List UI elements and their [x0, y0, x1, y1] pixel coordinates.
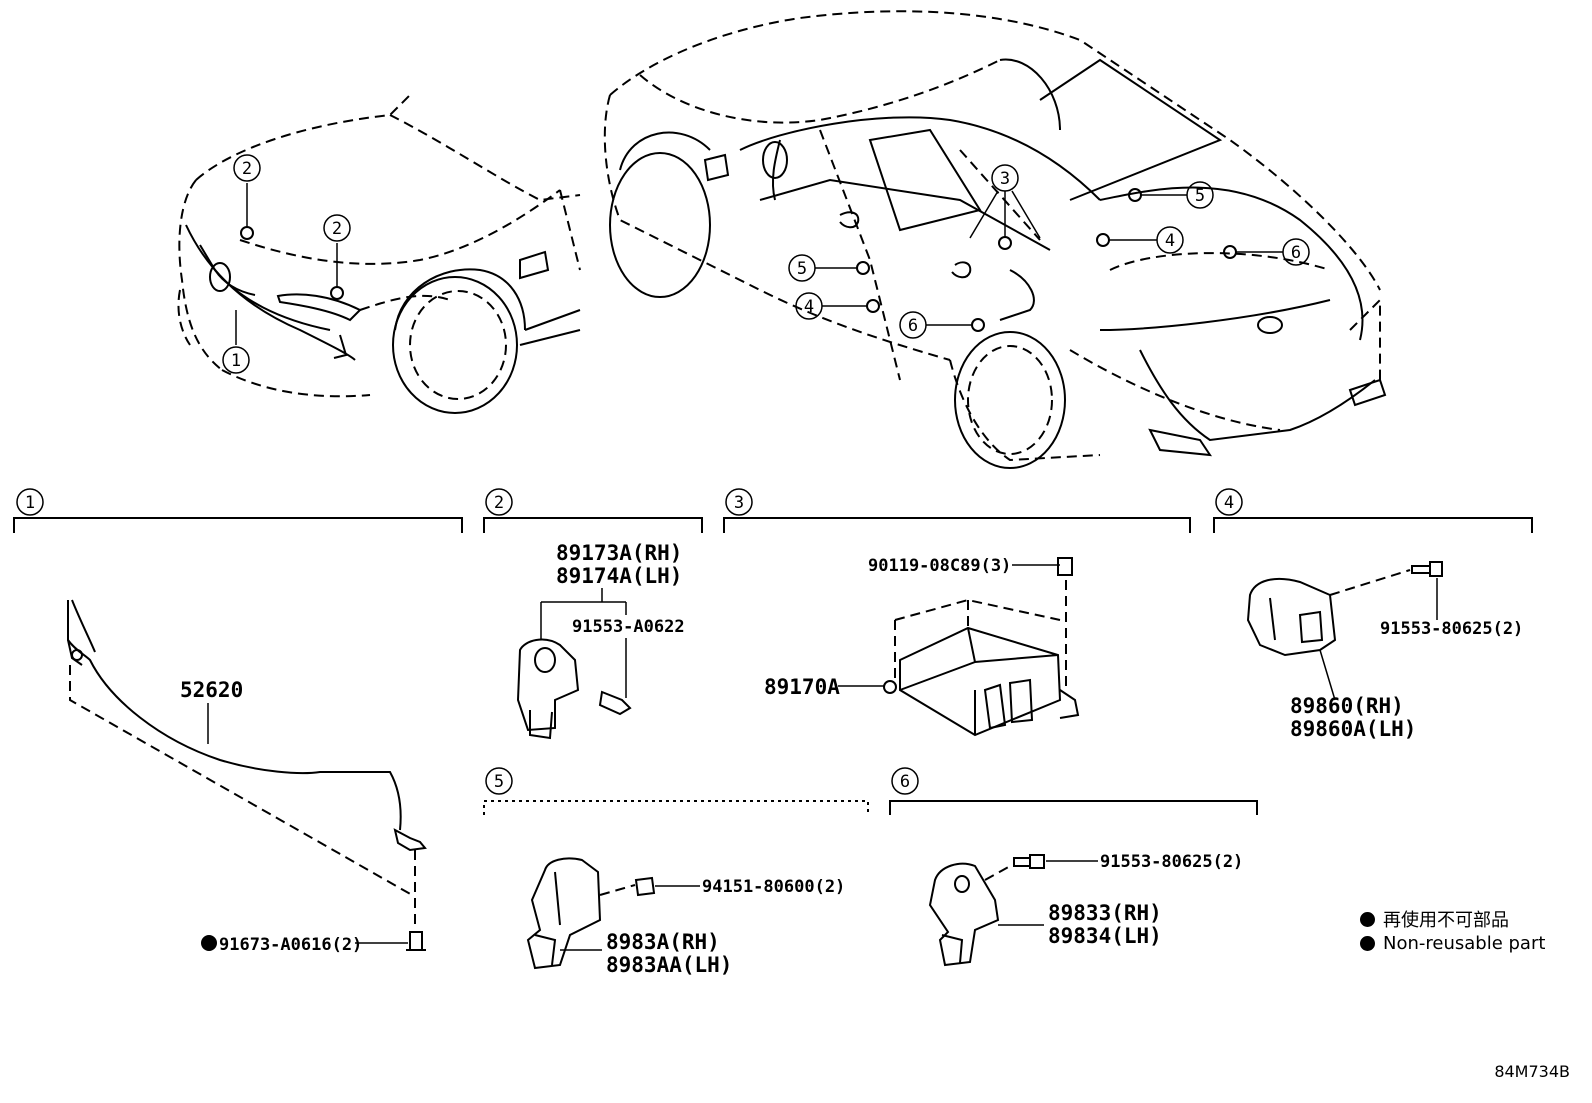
svg-text:2: 2 — [242, 159, 252, 179]
section-6-number: 6 — [900, 772, 910, 792]
part-8983A-RH: 8983A(RH) — [606, 930, 720, 954]
section-4: 4 91553-80625(2) 89860(RH) 89860A(LH) — [1213, 488, 1533, 741]
part-91553-80625-s6: 91553-80625(2) — [1100, 852, 1243, 872]
part-91553-80625-s4: 91553-80625(2) — [1380, 619, 1523, 639]
part-90119-08C89: 90119-08C89(3) — [868, 556, 1011, 576]
section-5: 5 94151-80600(2) 8983A(RH) 8983AA(LH) — [483, 767, 869, 977]
part-8983AA-LH: 8983AA(LH) — [606, 953, 732, 977]
svg-text:2: 2 — [332, 219, 342, 239]
part-89173A-RH: 89173A(RH) — [556, 541, 682, 565]
section-2: 2 89173A(RH) 89174A(LH) 91553-A0622 — [483, 488, 703, 740]
legend-dot-icon — [1360, 911, 1375, 927]
legend-japanese: 再使用不可部品 — [1360, 906, 1509, 932]
section-2-number: 2 — [494, 493, 504, 513]
svg-text:6: 6 — [1291, 243, 1301, 263]
section-3-number: 3 — [734, 493, 744, 513]
section-4-number: 4 — [1224, 493, 1234, 513]
legend-dot-icon — [1360, 936, 1375, 951]
svg-text:5: 5 — [797, 259, 807, 279]
part-89860-RH: 89860(RH) — [1290, 694, 1404, 718]
part-89833-RH: 89833(RH) — [1048, 901, 1162, 925]
non-reusable-marker — [201, 935, 217, 951]
diagram-code: 84M734B — [1494, 1062, 1570, 1081]
front-car-drawing: 2 2 1 — [177, 94, 581, 414]
svg-text:6: 6 — [908, 316, 918, 336]
legend-english: Non-reusable part — [1360, 933, 1545, 954]
part-89170A: 89170A — [764, 675, 840, 699]
section-5-number: 5 — [494, 772, 504, 792]
svg-text:4: 4 — [1165, 231, 1175, 251]
legend-english-text: Non-reusable part — [1383, 933, 1546, 954]
part-52620: 52620 — [180, 678, 243, 702]
part-94151-80600: 94151-80600(2) — [702, 877, 845, 897]
part-91673-A0616: 91673-A0616(2) — [219, 935, 362, 955]
svg-text:5: 5 — [1195, 186, 1205, 206]
rear-car-drawing: 3 5 4 6 5 4 6 — [603, 10, 1387, 469]
part-91553-A0622: 91553-A0622 — [572, 617, 685, 637]
svg-text:3: 3 — [1000, 169, 1010, 189]
section-1: 1 52620 91673-A0616(2) — [13, 488, 463, 955]
svg-text:1: 1 — [231, 351, 241, 371]
section-6: 6 91553-80625(2) 89833(RH) 89834(LH) — [889, 767, 1258, 967]
part-89174A-LH: 89174A(LH) — [556, 564, 682, 588]
legend-japanese-text: 再使用不可部品 — [1383, 910, 1509, 931]
section-1-number: 1 — [25, 493, 35, 513]
part-89860A-LH: 89860A(LH) — [1290, 717, 1416, 741]
svg-text:4: 4 — [804, 297, 814, 317]
section-3: 3 90119-08C89(3) 89170A — [723, 488, 1191, 737]
part-89834-LH: 89834(LH) — [1048, 924, 1162, 948]
